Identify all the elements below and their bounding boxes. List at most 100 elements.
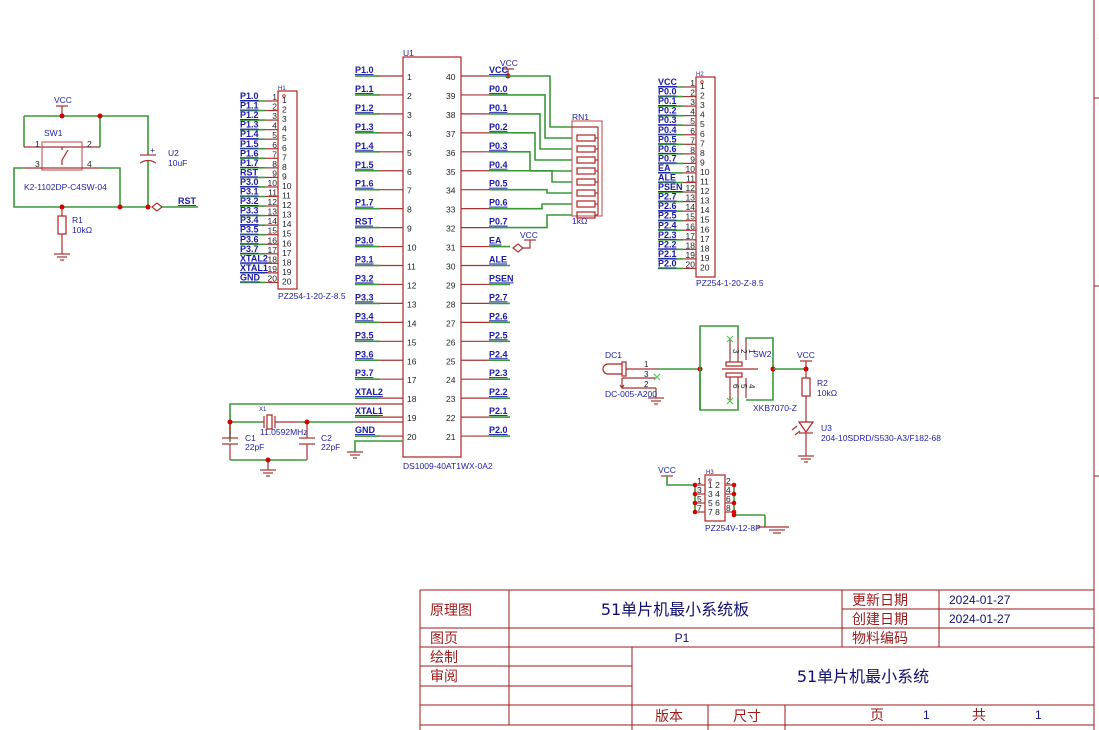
h2-pin-number-inner: 8 bbox=[700, 148, 705, 158]
u1-pin-number: 4 bbox=[407, 129, 412, 139]
r1-value: 10kΩ bbox=[72, 225, 92, 235]
net-label-p2-1: P2.1 bbox=[489, 406, 508, 416]
vcc-label: VCC bbox=[54, 95, 72, 105]
r1-body bbox=[57, 215, 67, 235]
h2-pin-number-inner: 16 bbox=[700, 224, 710, 234]
net-label-xtal2: XTAL2 bbox=[355, 387, 383, 397]
h2-pin-number-outer: 4 bbox=[690, 107, 695, 117]
h3-inner-label: 1 2 bbox=[708, 480, 720, 490]
net-label-p2-1: P2.1 bbox=[658, 249, 677, 259]
net-label-p2-5: P2.5 bbox=[658, 211, 677, 221]
vcc-label: VCC bbox=[500, 58, 518, 68]
net-label-p1-5: P1.5 bbox=[240, 139, 259, 149]
net-label-p2-2: P2.2 bbox=[658, 239, 677, 249]
net-label-p0-7: P0.7 bbox=[658, 153, 677, 163]
h2-pin-number-outer: 14 bbox=[686, 202, 696, 212]
net-label-rst: RST bbox=[240, 167, 259, 177]
h3-pin-number: 3 bbox=[697, 485, 702, 495]
tb-material-label: 物料编码 bbox=[852, 631, 908, 647]
dc1-pin-1: 1 bbox=[644, 360, 649, 369]
junction-dot bbox=[692, 500, 698, 506]
net-label-p1-1: P1.1 bbox=[240, 101, 259, 111]
ground-symbol bbox=[260, 469, 276, 477]
tb-page-no-value: 1 bbox=[923, 708, 930, 722]
net-label-ale: ALE bbox=[658, 173, 676, 183]
u1-pin-number: 32 bbox=[446, 224, 456, 234]
h2-pin-number-inner: 19 bbox=[700, 253, 710, 263]
rn1-wire bbox=[510, 132, 572, 161]
r2-ref: R2 bbox=[817, 378, 828, 388]
u3-part: 204-10SDRD/S530-A3/F182-68 bbox=[821, 433, 941, 443]
rn1-resistor bbox=[576, 200, 596, 208]
h2-pin-number-outer: 3 bbox=[690, 97, 695, 107]
tb-type-label: 原理图 bbox=[430, 603, 472, 619]
junction-dot bbox=[731, 482, 737, 488]
h2-pin-number-outer: 7 bbox=[690, 135, 695, 145]
net-label-p3-2: P3.2 bbox=[355, 273, 374, 283]
h1-pin-number-outer: 3 bbox=[272, 111, 277, 121]
dc1-pin-2: 2 bbox=[644, 380, 649, 389]
dc1-part: DC-005-A200 bbox=[605, 389, 657, 399]
sw2-pin-5: 5 bbox=[739, 384, 748, 389]
dc1-ref: DC1 bbox=[605, 350, 622, 360]
u1-pin-number: 20 bbox=[407, 432, 417, 442]
h2-pin-number-inner: 10 bbox=[700, 167, 710, 177]
h2-pin-number-inner: 9 bbox=[700, 157, 705, 167]
h1-pin-number-inner: 19 bbox=[282, 267, 292, 277]
tb-review-label: 审阅 bbox=[430, 669, 458, 685]
net-label-p0-1: P0.1 bbox=[489, 103, 508, 113]
title-block: 原理图 51单片机最小系统板 更新日期 2024-01-27 创建日期 2024… bbox=[419, 589, 1094, 730]
rn1-resistor bbox=[576, 189, 596, 197]
h2-ref: H2 bbox=[696, 72, 704, 78]
h3-pin-number: 7 bbox=[697, 503, 702, 513]
sw1-pin-3: 3 bbox=[35, 159, 40, 169]
net-label-p2-4: P2.4 bbox=[658, 220, 677, 230]
u1-pin-number: 38 bbox=[446, 110, 456, 120]
h1-pin-number-outer: 9 bbox=[272, 168, 277, 178]
junction-dot bbox=[692, 491, 698, 497]
h3-ref: H3 bbox=[706, 470, 714, 476]
h2-pin-number-outer: 20 bbox=[686, 259, 696, 269]
u1-pin-number: 37 bbox=[446, 129, 456, 139]
net-label-psen: PSEN bbox=[489, 273, 514, 283]
u1-pin-number: 22 bbox=[446, 413, 456, 423]
u1-pin-number: 6 bbox=[407, 167, 412, 177]
u1-pin-number: 10 bbox=[407, 243, 417, 253]
resistor-network-rn1: RN1 1kΩ bbox=[510, 75, 603, 229]
tb-version-label: 版本 bbox=[655, 709, 683, 725]
net-label-p0-0: P0.0 bbox=[489, 84, 508, 94]
h1-body bbox=[277, 90, 298, 290]
h1-pin-number-inner: 15 bbox=[282, 229, 292, 239]
u1-pin-number: 12 bbox=[407, 280, 417, 290]
h2-pin-number-inner: 3 bbox=[700, 100, 705, 110]
u1-pin-number: 7 bbox=[407, 186, 412, 196]
net-label-p1-4: P1.4 bbox=[355, 141, 374, 151]
h2-pin-number-inner: 1 bbox=[700, 81, 705, 91]
u1-pin-number: 23 bbox=[446, 394, 456, 404]
u1-pin-number: 18 bbox=[407, 394, 417, 404]
ground-symbol bbox=[648, 397, 664, 405]
rn1-wire bbox=[510, 94, 572, 139]
h1-pin-number-inner: 2 bbox=[282, 105, 287, 115]
net-label-ea: EA bbox=[658, 163, 671, 173]
x1-ref: X1 bbox=[259, 407, 267, 413]
net-label-p2-5: P2.5 bbox=[489, 330, 508, 340]
net-label-p2-0: P2.0 bbox=[489, 425, 508, 435]
r2-body bbox=[801, 377, 811, 397]
h1-pin-number-outer: 12 bbox=[268, 197, 278, 207]
net-label-p2-0: P2.0 bbox=[658, 258, 677, 268]
h3-inner-label: 7 8 bbox=[708, 507, 720, 517]
x1-value: 11.0592MHz bbox=[260, 427, 308, 437]
net-label-ale: ALE bbox=[489, 255, 507, 265]
h2-pin-number-inner: 17 bbox=[700, 234, 710, 244]
net-label-p3-5: P3.5 bbox=[240, 225, 259, 235]
h2-pin-number-inner: 4 bbox=[700, 110, 705, 120]
net-label-p3-7: P3.7 bbox=[355, 368, 374, 378]
h2-pin-number-inner: 18 bbox=[700, 243, 710, 253]
net-label-p2-3: P2.3 bbox=[489, 368, 508, 378]
u1-pin-number: 21 bbox=[446, 432, 456, 442]
u1-pin-number: 29 bbox=[446, 280, 456, 290]
sw2-pin-2: 2 bbox=[739, 349, 748, 354]
h2-pin-number-inner: 11 bbox=[700, 177, 709, 187]
